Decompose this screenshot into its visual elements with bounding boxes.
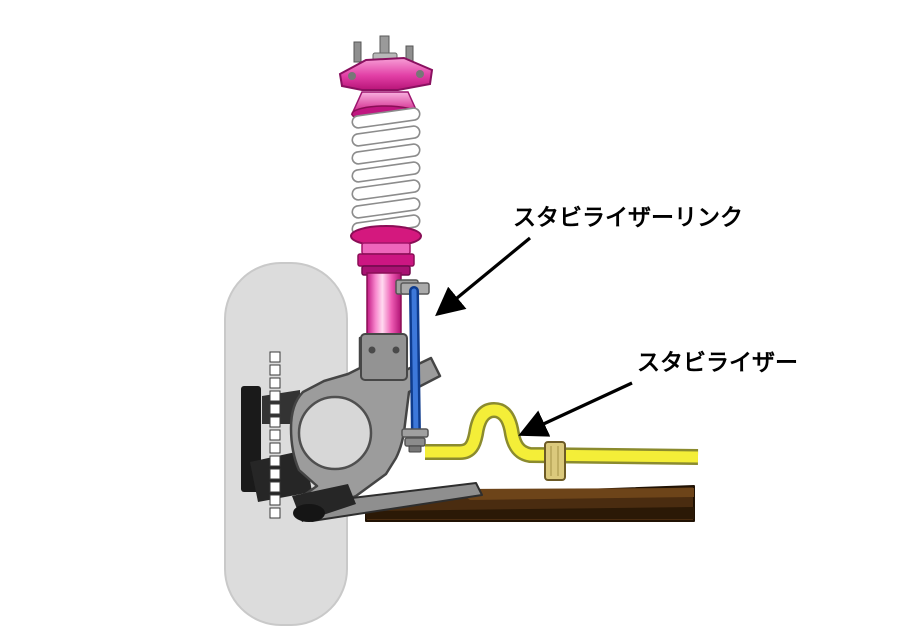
stabilizer-link-label: スタビライザーリンク <box>513 205 743 231</box>
clamp-body <box>360 333 408 381</box>
stabilizer-bar <box>425 402 699 465</box>
strut-clamp <box>360 333 408 381</box>
bushing-clamp <box>544 441 566 481</box>
callout-stabilizer: スタビライザー <box>518 350 798 437</box>
stabilizer-link <box>400 282 430 453</box>
link-bottom-washer <box>401 428 429 438</box>
mount-bolt-right <box>416 70 424 78</box>
mount-stud-left <box>353 41 362 63</box>
ball-joint <box>293 504 325 522</box>
stabilizer-link-arrow <box>435 236 532 317</box>
callout-stabilizer-link: スタビライザーリンク <box>435 205 743 317</box>
link-bottom-stud <box>408 445 422 453</box>
brake-assembly <box>241 351 312 519</box>
mount-bolt-left <box>348 72 356 80</box>
adjuster-ring-2 <box>357 253 415 267</box>
clamp-bolt-2 <box>392 346 400 354</box>
bushing-body <box>544 441 566 481</box>
link-rod <box>411 288 419 440</box>
upper-mount-plate <box>338 56 434 91</box>
adjuster-ring-1 <box>361 242 411 255</box>
control-arm-shadow <box>366 507 694 519</box>
stabilizer-bar-rod <box>425 404 699 463</box>
link-bottom-nut <box>404 437 426 447</box>
rotor-slots <box>269 351 281 519</box>
coil-spring <box>351 107 421 236</box>
stabilizer-arrow <box>518 381 633 437</box>
clamp-bolt-1 <box>368 346 376 354</box>
steering-knuckle <box>289 336 442 516</box>
lower-control-arm <box>292 482 695 522</box>
knuckle-hub-opening <box>297 395 373 471</box>
stabilizer-label: スタビライザー <box>637 350 798 376</box>
control-arm-highlight <box>455 488 694 500</box>
